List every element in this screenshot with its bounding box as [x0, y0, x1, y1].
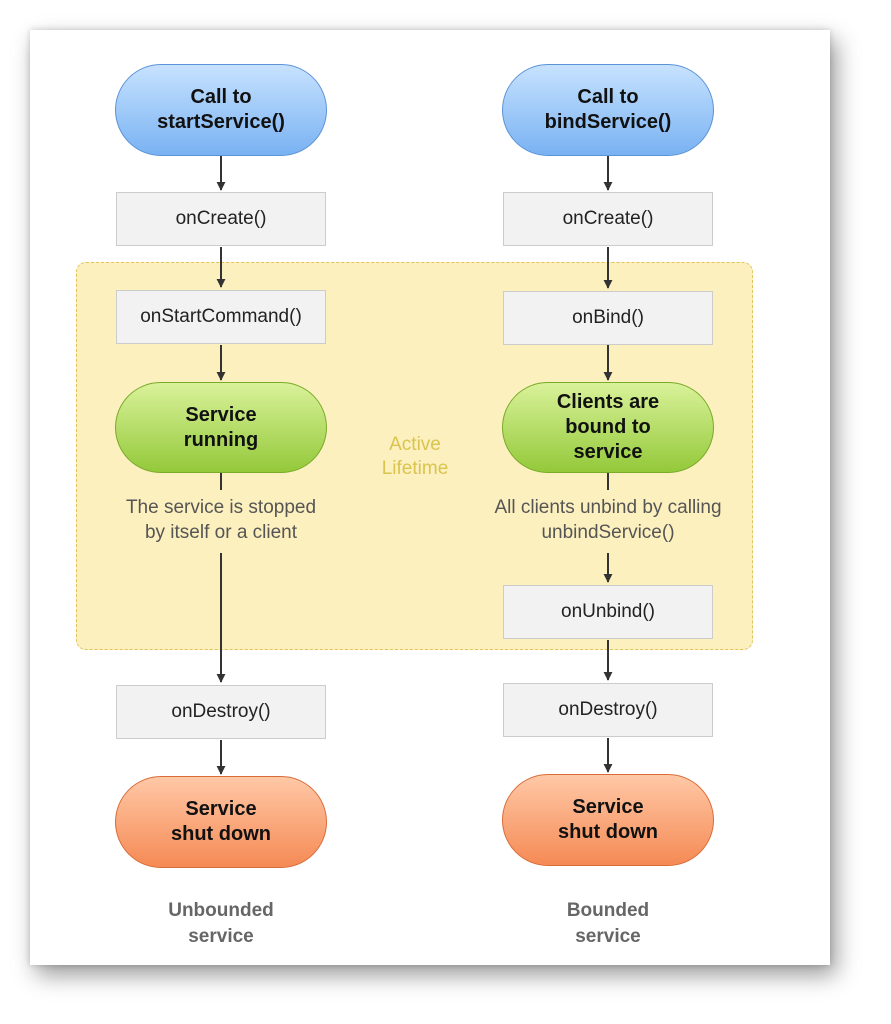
- service-running-node: Service running: [115, 382, 327, 473]
- unbind-note-right: All clients unbind by calling unbindServ…: [494, 497, 722, 543]
- service-shutdown-node-right: Service shut down: [502, 774, 714, 866]
- unbounded-service-caption: Unbounded service: [168, 900, 274, 947]
- clients-bound-node: Clients are bound to service: [502, 382, 714, 473]
- stop-note-left: The service is stopped by itself or a cl…: [125, 497, 317, 543]
- onunbind-box: onUnbind(): [503, 585, 713, 639]
- oncreate-box-left: onCreate(): [116, 192, 326, 246]
- onbind-box: onBind(): [503, 291, 713, 345]
- ondestroy-box-left: onDestroy(): [116, 685, 326, 739]
- onstartcommand-box: onStartCommand(): [116, 290, 326, 344]
- service-shutdown-node-left: Service shut down: [115, 776, 327, 868]
- bounded-service-caption: Bounded service: [566, 900, 650, 947]
- oncreate-box-right: onCreate(): [503, 192, 713, 246]
- active-lifetime-label: Active Lifetime: [381, 434, 449, 479]
- call-start-service-node: Call to startService(): [115, 64, 327, 156]
- ondestroy-box-right: onDestroy(): [503, 683, 713, 737]
- call-bind-service-node: Call to bindService(): [502, 64, 714, 156]
